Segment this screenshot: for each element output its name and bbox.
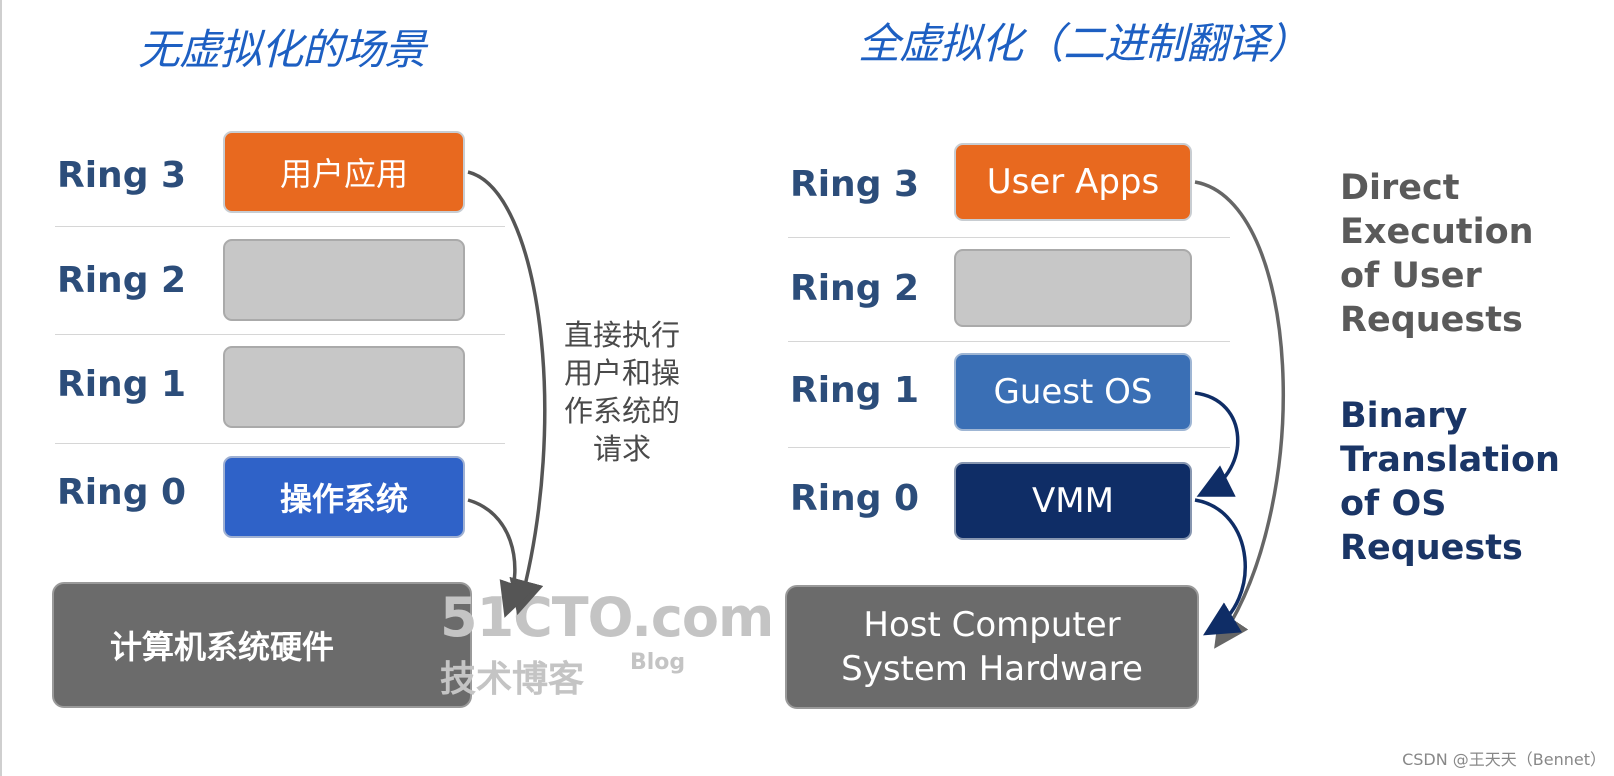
direct-line-3: of User [1340,256,1482,296]
right-hardware-box: Host Computer System Hardware [785,585,1199,709]
right-guest-os-box: Guest OS [954,353,1192,431]
right-ring1-label: Ring 1 [790,370,920,411]
direct-line-1: Direct [1340,168,1460,208]
binary-line-3: of OS [1340,484,1447,524]
right-user-apps-box: User Apps [954,143,1192,221]
right-guest-os-label: Guest OS [993,372,1153,412]
left-separator-1 [55,226,505,227]
direct-line-2: Execution [1340,212,1534,252]
right-title: 全虚拟化（二进制翻译） [858,19,1310,68]
right-ring0-label: Ring 0 [790,478,920,519]
left-separator-3 [55,443,505,444]
binary-line-2: Translation [1340,440,1560,480]
csdn-credit: CSDN @王天天（Bennet） [1402,750,1606,769]
left-separator-2 [55,334,505,335]
right-arrow-apps-to-hardware [1194,180,1285,649]
binary-translation-label: Binary Translation of OS Requests [1340,394,1560,570]
direct-execution-label: Direct Execution of User Requests [1340,166,1534,342]
left-os-label: 操作系统 [279,480,408,518]
left-user-app-label: 用户应用 [279,155,408,193]
right-separator-3 [788,447,1230,448]
left-arrow-app-to-hardware [467,170,547,616]
left-hardware-box: 计算机系统硬件 [52,582,472,708]
left-title: 无虚拟化的场景 [138,25,426,74]
right-ring2-empty-box [954,249,1192,327]
right-hardware-line-2: System Hardware [841,649,1143,689]
left-note-line-3: 作系统的 [563,394,680,428]
binary-line-1: Binary [1340,396,1468,436]
left-os-box: 操作系统 [223,456,465,538]
left-note-line-4: 请求 [592,432,651,466]
direct-line-4: Requests [1340,300,1523,340]
right-hardware-line-1: Host Computer [863,605,1121,645]
left-ring2-empty-box [223,239,465,321]
watermark-blog: Blog [630,650,686,675]
left-note-line-1: 直接执行 [563,318,680,352]
right-arrow-guestos-to-vmm [1194,391,1240,497]
left-ring1-empty-box [223,346,465,428]
left-arrow-os-to-hardware [467,498,533,618]
left-ring3-label: Ring 3 [57,155,187,196]
watermark-sub: 技术博客 [440,659,585,700]
left-ring2-label: Ring 2 [57,260,187,301]
left-direct-note: 直接执行 用户和操 作系统的 请求 [552,316,692,468]
left-ring1-label: Ring 1 [57,364,187,405]
watermark-site: 51CTO.com [440,586,774,649]
right-arrow-vmm-to-hardware [1194,498,1247,636]
right-separator-1 [788,237,1230,238]
right-ring2-label: Ring 2 [790,268,920,309]
binary-line-4: Requests [1340,528,1523,568]
right-vmm-label: VMM [1032,481,1114,521]
right-ring3-label: Ring 3 [790,164,920,205]
left-note-line-2: 用户和操 [563,356,680,390]
left-ring0-label: Ring 0 [57,472,187,513]
left-user-app-box: 用户应用 [223,131,465,213]
left-border [0,0,2,776]
right-separator-2 [788,341,1230,342]
right-vmm-box: VMM [954,462,1192,540]
right-user-apps-label: User Apps [986,162,1160,202]
left-hardware-label: 计算机系统硬件 [110,628,335,666]
